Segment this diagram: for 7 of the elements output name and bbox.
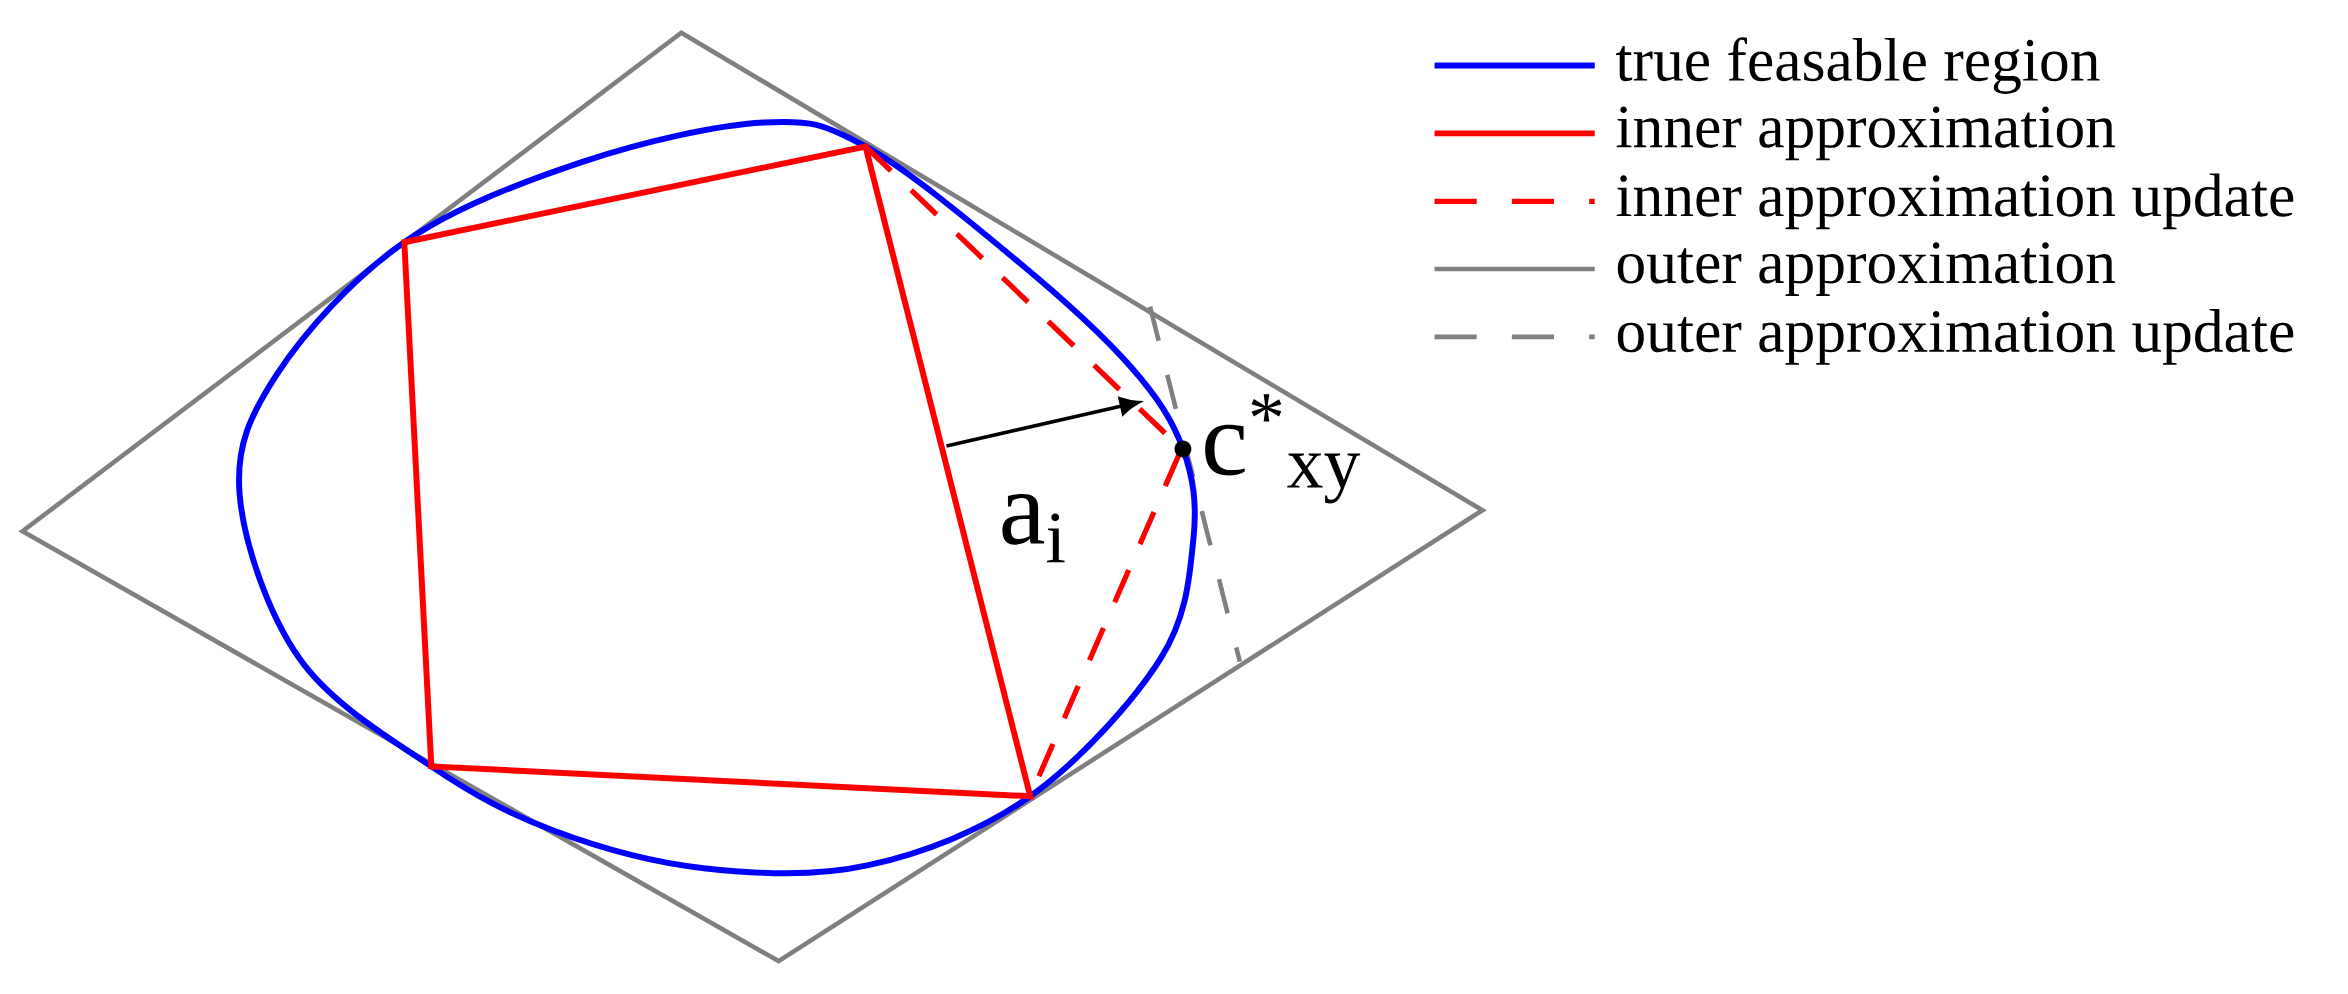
legend-label: inner approximation: [1616, 106, 2116, 161]
math-label: c$^{*}$xy: [1205, 394, 1361, 504]
legend-label: outer approximation update: [1617, 309, 2294, 365]
legend-label: inner approximation update: [1616, 173, 2294, 230]
legend-label: true feasable region: [1616, 37, 2100, 94]
math-label: a$_{i}$: [1002, 494, 1065, 563]
legend-label: outer approximation: [1617, 242, 2116, 296]
